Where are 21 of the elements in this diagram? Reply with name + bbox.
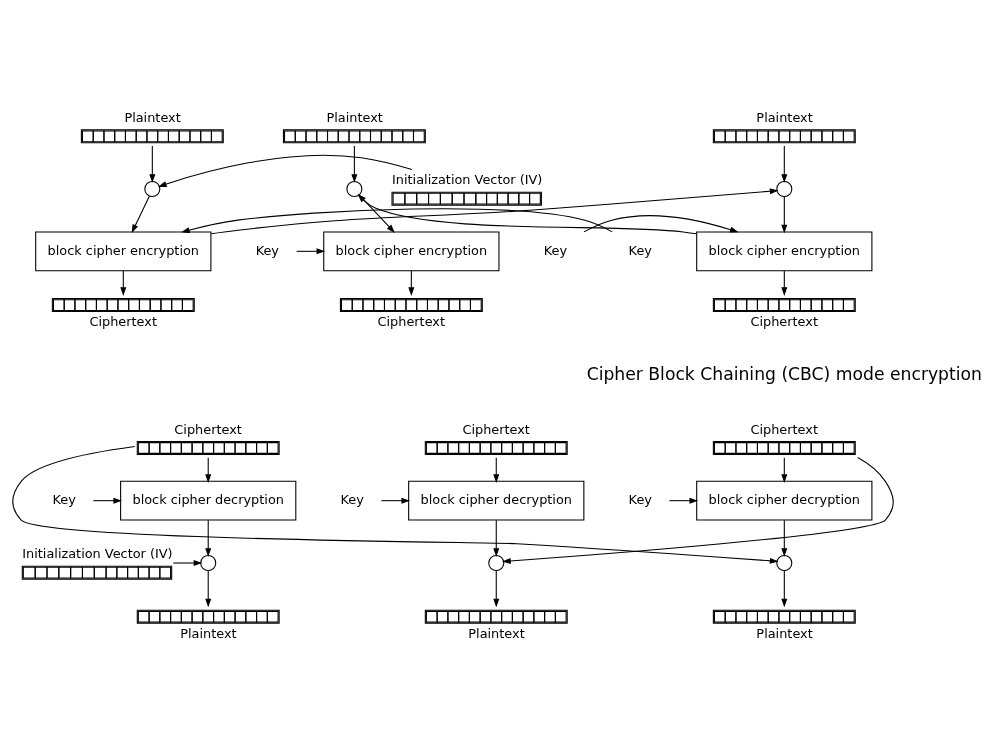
node-label: Ciphertext [89, 313, 157, 329]
node-label: Ciphertext [462, 421, 530, 437]
node-text: Key [628, 242, 652, 258]
node-label: Ciphertext [750, 313, 818, 329]
label: Cipher Block Chaining (CBC) mode encryption [586, 363, 982, 384]
node-label: Plaintext [180, 625, 237, 641]
node-label: Ciphertext [750, 421, 818, 437]
node-label: Plaintext [124, 109, 181, 125]
node-label: Plaintext [756, 109, 813, 125]
node-label: Plaintext [326, 109, 383, 125]
node-text: Key [255, 242, 279, 258]
node-label: Initialization Vector (IV) [22, 545, 173, 561]
node-text: Key [52, 491, 76, 507]
node-label: Plaintext [756, 625, 813, 641]
node-label: Ciphertext [174, 421, 242, 437]
node-text: Key [628, 491, 652, 507]
node-text: Key [543, 242, 568, 258]
node-text: Key [340, 491, 364, 507]
node-label: Ciphertext [377, 313, 446, 329]
node-label: Initialization Vector (IV) [392, 171, 543, 187]
node-label: Plaintext [468, 625, 525, 641]
